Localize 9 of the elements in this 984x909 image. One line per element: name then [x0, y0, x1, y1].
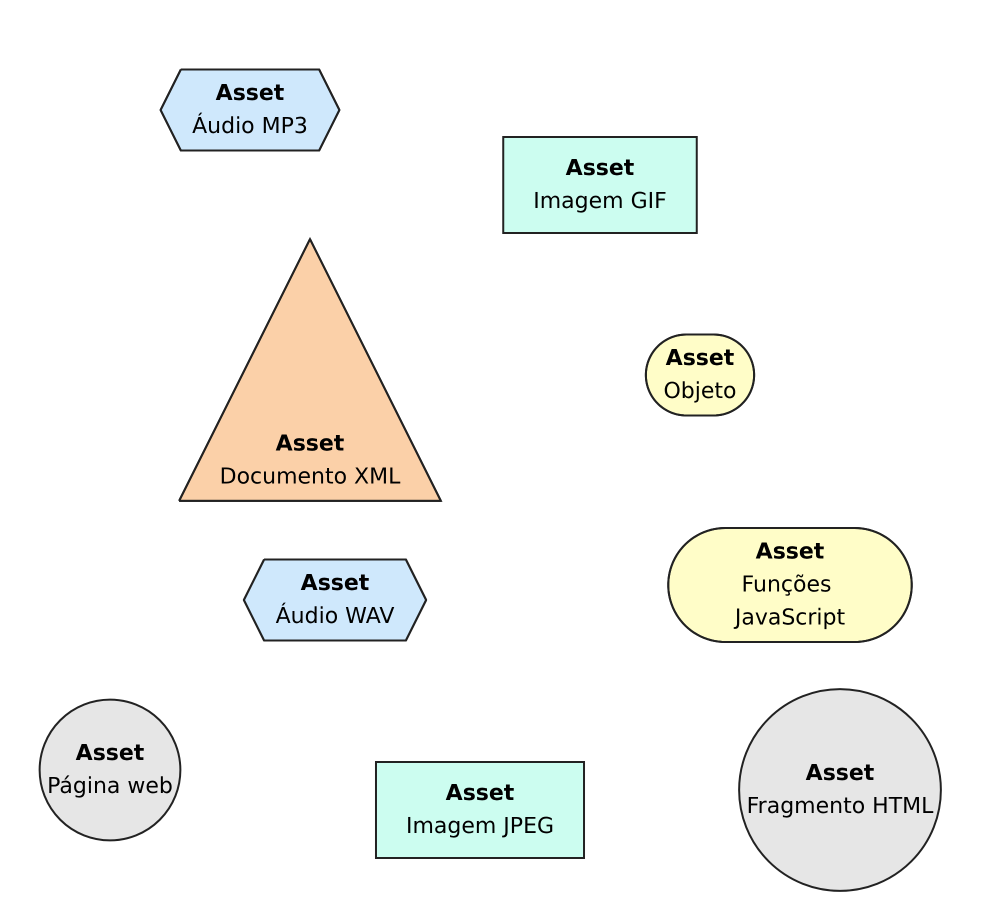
rectangle-node: Asset Imagem JPEG [374, 761, 586, 859]
pentagon-node: Asset Áudio MP3 [160, 68, 340, 152]
circle-node: Asset Página web [38, 698, 182, 842]
pentagon-node: Asset Áudio WAV [242, 558, 428, 642]
ellipse-node: Asset Objeto [644, 334, 756, 416]
triangle-node: Asset Documento XML [178, 238, 442, 502]
circle-node: Asset Fragmento HTML [738, 688, 942, 892]
ellipse-node: Asset Funções JavaScript [667, 527, 913, 643]
rectangle-node: Asset Imagem GIF [502, 136, 698, 234]
